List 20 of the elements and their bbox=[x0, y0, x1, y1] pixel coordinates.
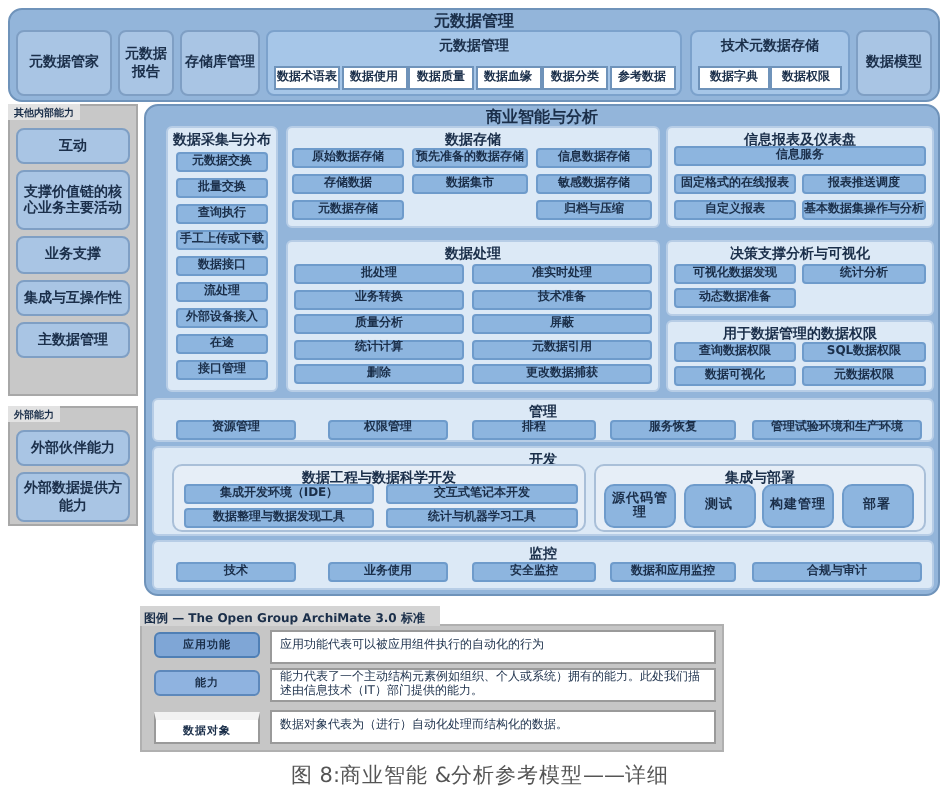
capability-panel bbox=[266, 30, 682, 96]
capability-group bbox=[172, 464, 586, 532]
panel-heading: 商业智能与分析 bbox=[486, 106, 598, 128]
capability-panel bbox=[690, 30, 850, 96]
capability-panel bbox=[8, 104, 138, 396]
capability-panel bbox=[152, 398, 934, 442]
panel-heading: 元数据管理 bbox=[434, 10, 514, 32]
capability-band bbox=[144, 104, 940, 596]
capability-panel bbox=[166, 126, 278, 392]
capability-band bbox=[8, 8, 940, 102]
capability-panel bbox=[152, 446, 934, 536]
capability-panel bbox=[286, 126, 660, 228]
capability-panel bbox=[8, 406, 138, 526]
capability-panel bbox=[286, 240, 660, 392]
capability-panel bbox=[666, 320, 934, 392]
capability-panel bbox=[666, 240, 934, 316]
caption: 图 8:商业智能 &分析参考模型——详细 bbox=[288, 762, 672, 790]
capability-panel bbox=[666, 126, 934, 228]
capability-group bbox=[594, 464, 926, 532]
capability-panel bbox=[152, 540, 934, 590]
